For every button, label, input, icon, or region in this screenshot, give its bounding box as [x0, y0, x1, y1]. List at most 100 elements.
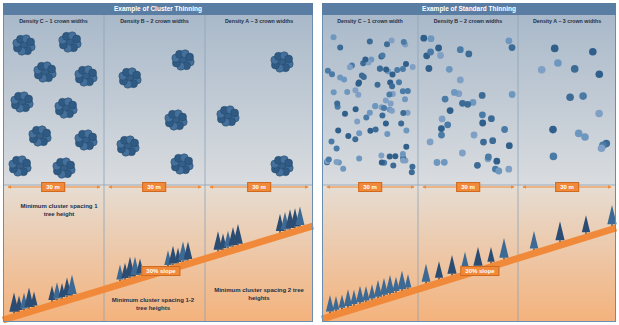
crown-dot [331, 34, 337, 40]
tree [499, 238, 508, 258]
crown-dot [509, 91, 516, 98]
crown-dot [345, 133, 351, 139]
crown-dot [402, 96, 408, 102]
measure-tag: 30 m [247, 182, 271, 192]
crown-dot [69, 101, 77, 109]
crown-dot [426, 65, 433, 72]
tree [473, 247, 482, 266]
crown-dot [383, 121, 389, 127]
crown-dot [379, 159, 385, 165]
crown-dot [383, 66, 389, 72]
crown-dot [538, 66, 546, 74]
crown-dot [506, 142, 513, 149]
tree [555, 221, 564, 240]
crown-dot [446, 66, 453, 73]
crown-dot [571, 65, 579, 73]
measure-text: 30 m [560, 184, 574, 190]
crown-dot [551, 45, 559, 53]
crown-dot [479, 111, 486, 118]
dimension-lines [8, 187, 611, 188]
measure-tag: 30 m [358, 182, 382, 192]
crown-dot [372, 103, 378, 109]
tree [333, 296, 340, 310]
measure-tag: 30 m [555, 182, 579, 192]
tree [487, 247, 494, 262]
crown-dot [435, 45, 442, 52]
tree [184, 241, 193, 259]
crown-dot [375, 82, 381, 88]
column-heading: Density B – 2 crown widths [418, 15, 518, 24]
crown-dot [505, 166, 512, 173]
crown-dot [554, 59, 562, 67]
crown-dot [186, 53, 194, 61]
crown-dot [352, 87, 358, 93]
crown-dot [396, 79, 402, 85]
crown-dot [367, 39, 373, 45]
crown-dot [427, 49, 434, 56]
crown-dot [485, 154, 492, 161]
crown-dot [400, 151, 406, 157]
crown-dot [347, 64, 353, 70]
crown-dot [325, 68, 331, 74]
column-heading: Density A – 3 crown widths [205, 15, 313, 24]
crown-dot [367, 128, 373, 134]
measure-text: 30% slope [465, 268, 494, 274]
crown-dot [439, 116, 446, 123]
crown-dot [459, 100, 466, 107]
crown-dot [566, 94, 574, 102]
crown-dot [459, 150, 466, 157]
density-column: Density A – 3 crown widths30 m [518, 15, 616, 322]
crown-dot [451, 89, 458, 96]
crown-dot [550, 153, 558, 161]
dividers [3, 15, 616, 322]
crown-dot [465, 51, 472, 58]
crown-dot [390, 72, 396, 78]
crown-dot [457, 77, 464, 84]
crown-dot [409, 164, 415, 170]
density-column: Density C – 1 crown width30 m [322, 15, 418, 322]
crown-dot [388, 101, 394, 107]
crown-dot [379, 113, 385, 119]
tree [447, 255, 456, 274]
crown-dot [23, 159, 31, 167]
crown-dot [442, 96, 449, 103]
crown-dot [355, 81, 361, 87]
crown-dot [428, 35, 435, 42]
crown-dot [341, 76, 347, 82]
crown-dot [438, 132, 445, 139]
crown-dot [384, 131, 390, 137]
crown-dot [403, 128, 409, 134]
crown-dot [596, 70, 604, 78]
crown-dot [392, 153, 398, 159]
crown-dot [471, 132, 478, 139]
crown-dot [488, 115, 495, 122]
crown-dot [381, 105, 387, 111]
crown-dot [427, 139, 434, 146]
tree [530, 231, 539, 249]
crown-dot [344, 89, 350, 95]
crown-dot [489, 137, 496, 144]
crown-dot [389, 38, 395, 44]
crown-dot [67, 161, 75, 169]
crown-dot [373, 126, 379, 132]
crown-dot [598, 145, 606, 153]
crown-dot [579, 92, 587, 100]
measure-text: 30 m [46, 184, 60, 190]
crown-dot [444, 121, 451, 128]
crown-dot [89, 69, 97, 77]
crown-dot [437, 52, 444, 59]
column-heading: Density C – 1 crown widths [3, 15, 104, 24]
crown-dot [377, 66, 383, 72]
crown-dot [549, 126, 557, 134]
crown-dot [595, 110, 603, 118]
crown-dot [403, 61, 409, 67]
crown-dot [48, 65, 56, 73]
crown-dot [387, 153, 393, 159]
crown-dot [403, 144, 409, 150]
crown-dot [335, 128, 341, 134]
crown-dot [400, 158, 406, 164]
crown-dot [352, 136, 358, 142]
crown-dot [73, 35, 81, 43]
crown-dots [9, 32, 610, 178]
